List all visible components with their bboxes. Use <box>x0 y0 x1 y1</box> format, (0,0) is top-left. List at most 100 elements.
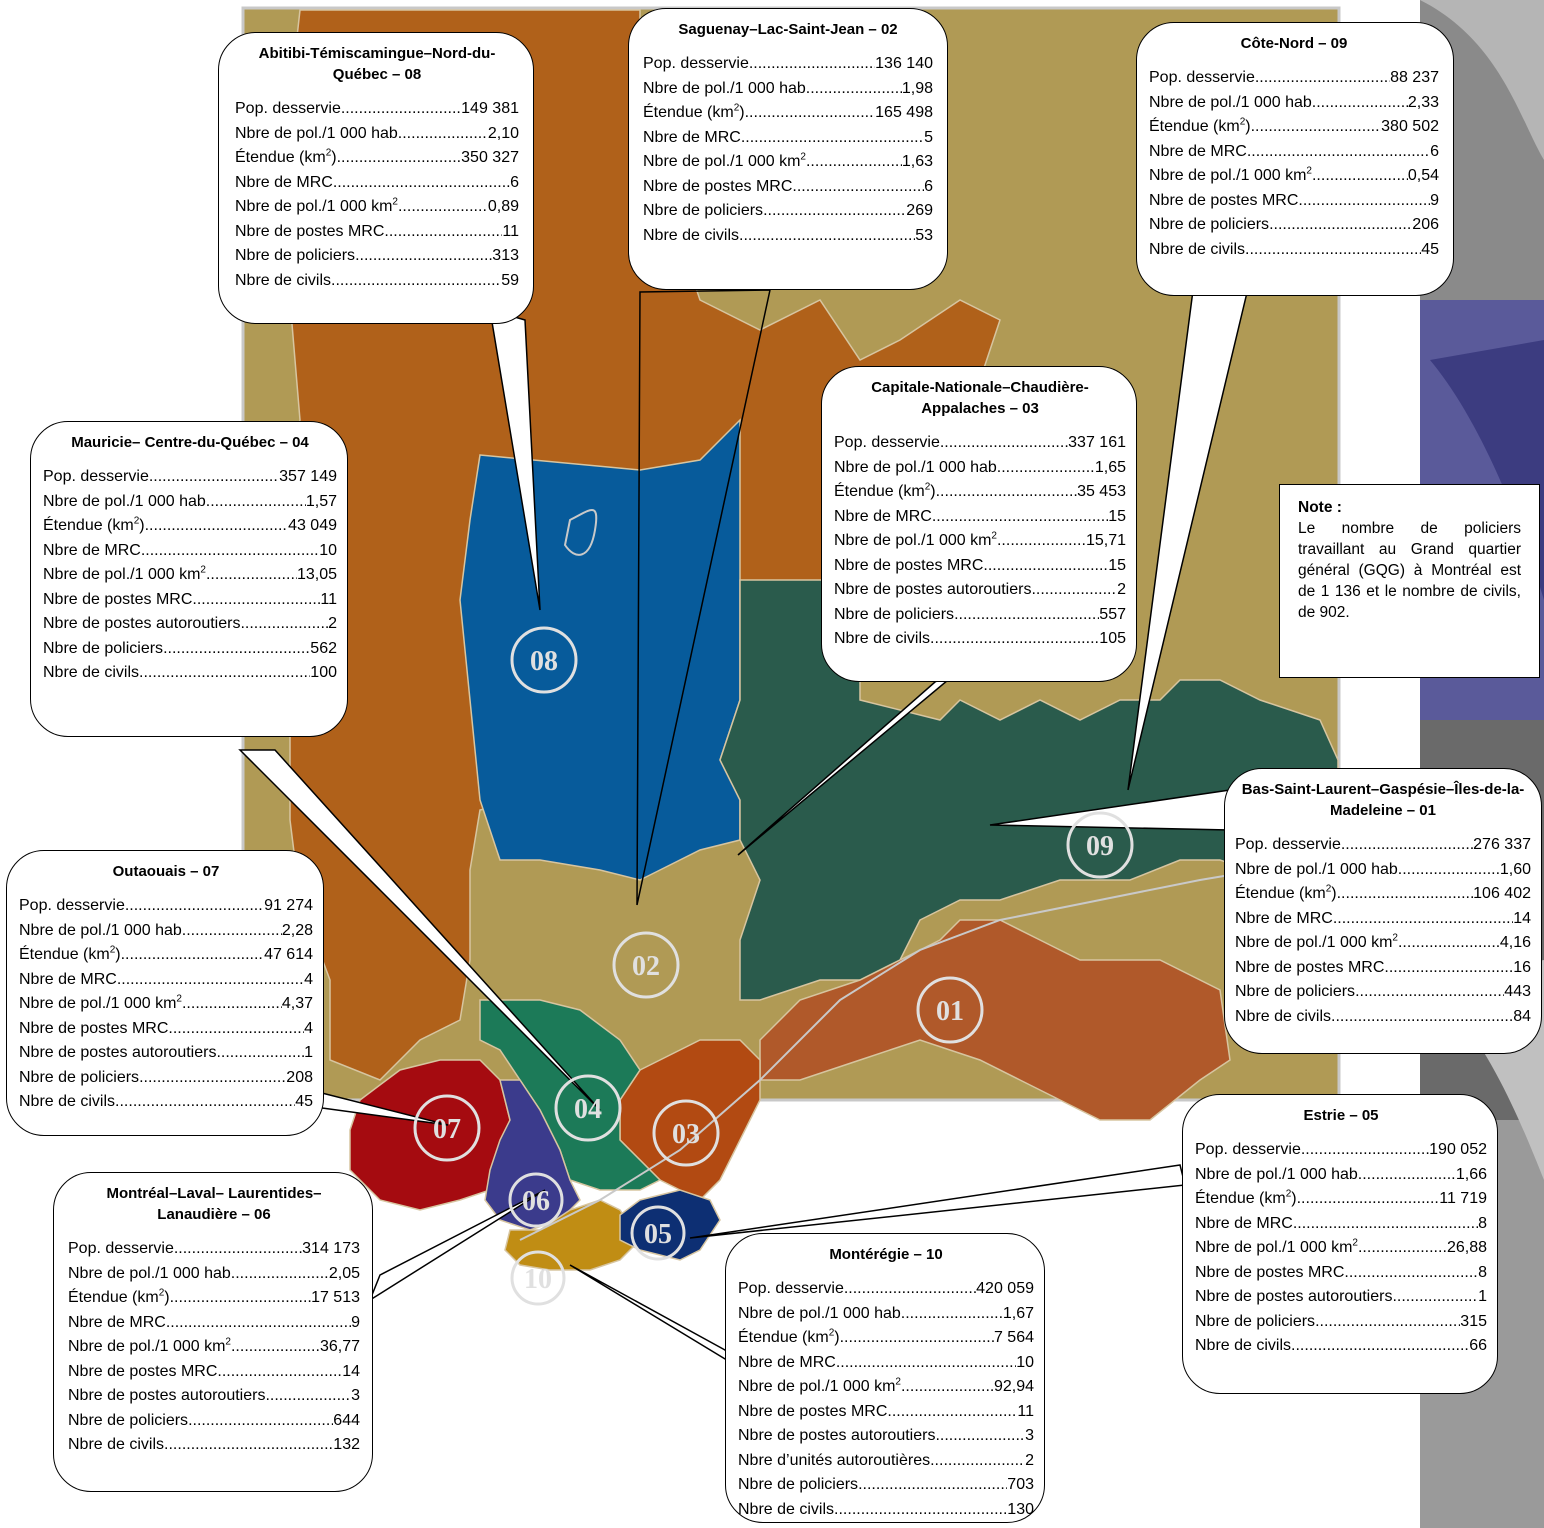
stat-label: Étendue (km2) <box>834 481 936 500</box>
dot-leader <box>741 126 924 151</box>
stat-label: Nbre de pol./1 000 hab. <box>643 79 811 97</box>
dot-leader <box>1344 1261 1478 1286</box>
stat-label: Nbre de policiers <box>834 605 955 623</box>
stat-row: Nbre de postes autoroutiers1 <box>19 1041 313 1066</box>
stat-value: 45 <box>1421 240 1439 258</box>
stat-label: Nbre de pol./1 000 hab. <box>1195 1165 1363 1183</box>
stat-row: Nbre de civils132 <box>68 1433 360 1458</box>
stat-value: 47 614 <box>264 946 313 963</box>
dot-leader <box>168 1017 304 1042</box>
stat-row: Nbre de pol./1 000 km236,77 <box>68 1335 360 1360</box>
callout-district-10: Montérégie – 10 Pop. desservie420 059Nbr… <box>725 1233 1045 1523</box>
stat-row: Nbre de policiers269 <box>643 199 933 224</box>
dot-leader <box>1341 833 1473 858</box>
stat-row: Nbre de postes autoroutiers2 <box>834 578 1126 603</box>
stat-row: Pop. desservie337 161 <box>834 431 1126 456</box>
dot-leader <box>1402 858 1500 883</box>
stat-value: 269 <box>906 202 933 219</box>
stat-value: 105 <box>1099 630 1126 647</box>
dot-leader <box>206 563 297 588</box>
district-marker-01: 01 <box>916 976 984 1044</box>
stat-value: 11 <box>502 222 519 240</box>
stat-label: Pop. desservie <box>834 434 940 451</box>
stat-row: Nbre de pol./1 000 km292,94 <box>738 1375 1034 1400</box>
stat-value: 1,66 <box>1455 1165 1487 1183</box>
dot-leader <box>1298 189 1430 214</box>
dot-leader <box>1001 456 1095 481</box>
callout-title: Montréal–Laval– Laurentides–Lanaudière –… <box>106 1185 322 1223</box>
stat-row: Pop. desservie149 381 <box>235 97 519 122</box>
stat-row: Nbre de postes MRC8 <box>1195 1261 1487 1286</box>
stat-label: Nbre de postes MRC <box>834 556 984 574</box>
dot-leader <box>139 1066 286 1091</box>
stat-value: 420 059 <box>976 1280 1034 1297</box>
stat-row: Étendue (km2)17 513 <box>68 1286 360 1311</box>
callout-title: Montérégie – 10 <box>829 1246 943 1263</box>
stat-label: Pop. desservie <box>235 100 341 117</box>
dot-leader <box>810 77 902 102</box>
stat-value: 4,16 <box>1499 934 1531 951</box>
district-marker-10: 10 <box>510 1250 566 1306</box>
stat-value: 13,05 <box>296 566 337 583</box>
stat-label: Nbre de MRC <box>19 970 117 988</box>
stat-label: Nbre de postes MRC <box>68 1362 218 1380</box>
dot-leader <box>806 150 902 175</box>
dot-leader <box>749 52 875 77</box>
stat-row: Nbre de MRC8 <box>1195 1212 1487 1237</box>
stat-value: 703 <box>1007 1476 1034 1493</box>
stat-value: 6 <box>1430 142 1439 160</box>
stat-row: Nbre de postes MRC 15 <box>834 554 1126 579</box>
stat-value: 314 173 <box>302 1240 360 1257</box>
stat-row: Nbre de policiers313 <box>235 244 519 269</box>
callout-title: Outaouais – 07 <box>112 863 220 880</box>
stat-value: 1,98 <box>901 79 933 97</box>
stat-row: Nbre de policiers562 <box>43 637 337 662</box>
stat-row: Nbre de pol./1 000 hab.1,57 <box>43 490 337 515</box>
district-marker-03: 03 <box>652 1099 720 1167</box>
stat-row: Nbre de pol./1 000 hab. 1,98 <box>643 77 933 102</box>
dot-leader <box>141 539 319 564</box>
stat-label: Nbre de pol./1 000 km2 <box>1195 1237 1358 1256</box>
district-09-area <box>719 579 1339 1001</box>
stat-label: Nbre de civils <box>643 226 740 244</box>
stat-label: Nbre de postes autoroutiers <box>68 1387 266 1404</box>
district-marker-04-label: 04 <box>574 1094 602 1125</box>
stat-row: Nbre de policiers443 <box>1235 980 1531 1005</box>
district-marker-03-label: 03 <box>672 1119 700 1150</box>
dot-leader <box>836 1351 1016 1376</box>
stat-row: Nbre de pol./1 000 km215,71 <box>834 529 1126 554</box>
stat-value: 43 049 <box>288 517 337 534</box>
stat-value: 15 <box>1108 556 1126 574</box>
stat-label: Nbre de civils <box>834 630 931 647</box>
dot-leader <box>1337 882 1474 907</box>
river-line <box>519 859 1321 1241</box>
stat-value: 562 <box>310 639 337 657</box>
stat-label: Étendue (km2) <box>1149 116 1251 135</box>
stat-value: 53 <box>915 226 933 244</box>
stat-row: Nbre de civils45 <box>19 1090 313 1115</box>
stat-value: 8 <box>1478 1263 1487 1281</box>
stat-value: 2 <box>1025 1451 1034 1469</box>
stat-value: 0,89 <box>487 198 519 215</box>
dot-leader <box>930 1449 1025 1474</box>
dot-leader <box>935 1424 1025 1449</box>
stat-label: Nbre de policiers <box>738 1476 859 1493</box>
stat-row: Nbre de pol./1 000 km20,54 <box>1149 164 1439 189</box>
dot-leader <box>121 943 264 968</box>
stat-label: Nbre de MRC <box>834 507 932 525</box>
stat-row: Nbre de MRC4 <box>19 968 313 993</box>
district-marker-08: 08 <box>510 626 578 694</box>
dot-leader <box>844 1277 976 1302</box>
stat-value: 14 <box>1513 909 1531 927</box>
dot-leader <box>331 269 501 294</box>
stat-value: 59 <box>501 271 519 289</box>
stat-value: 557 <box>1099 605 1126 623</box>
stat-label: Pop. desservie <box>1195 1141 1301 1158</box>
stat-row: Pop. desservie190 052 <box>1195 1138 1487 1163</box>
dot-leader <box>402 122 488 147</box>
stat-value: 3 <box>351 1387 360 1404</box>
callout-district-02: Saguenay–Lac-Saint-Jean – 02 Pop. desser… <box>628 8 948 290</box>
